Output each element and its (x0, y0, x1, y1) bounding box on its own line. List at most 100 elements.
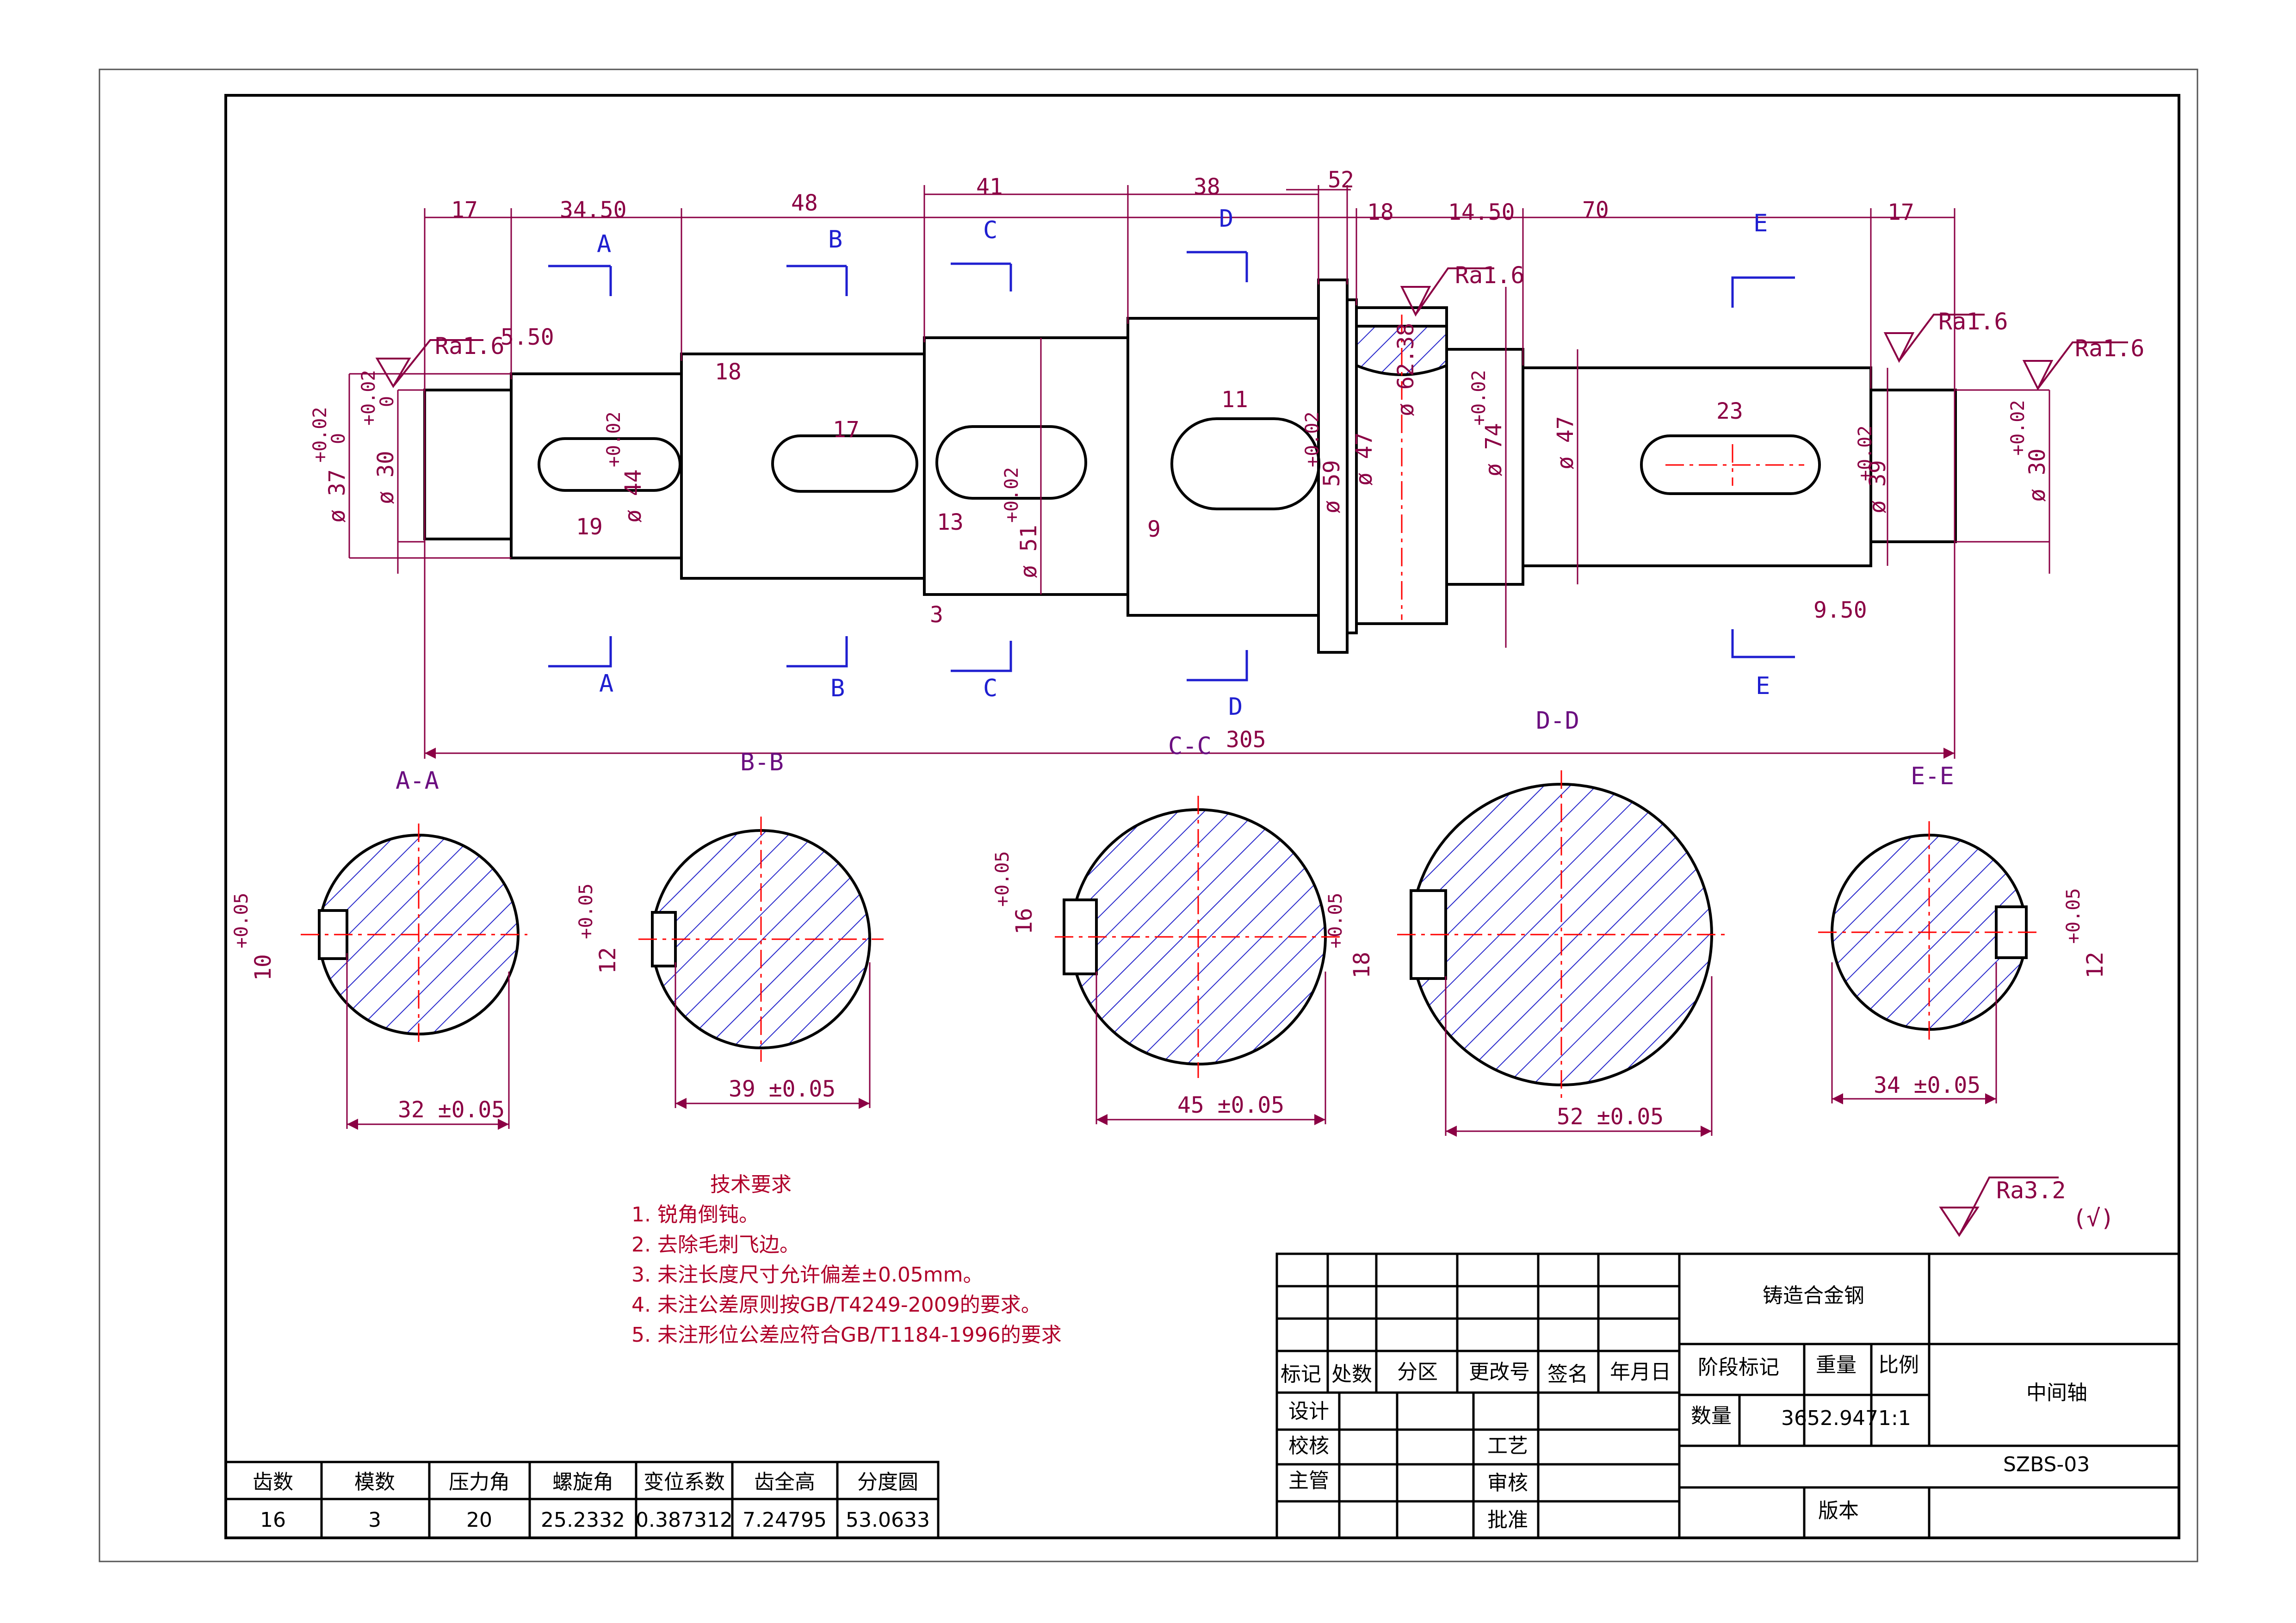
rev-h-mark: 标记 (1281, 1363, 1321, 1386)
part-name: 中间轴 (2026, 1381, 2087, 1405)
dim-18-key: 18 (715, 359, 742, 385)
section-b (638, 817, 884, 1062)
gear-h-module: 模数 (354, 1470, 395, 1494)
dim-70: 70 (1582, 197, 1609, 223)
outer-frame (99, 68, 2198, 1562)
dimension-texts: 17 34.50 48 41 38 5 2 18 14.50 70 17 305… (309, 167, 2050, 753)
dim-9: 9 (1147, 516, 1161, 542)
sec-b-tol: +0.05 (576, 884, 597, 939)
dim-17-left: 17 (451, 197, 478, 223)
sec-d-tol: +0.05 (1325, 893, 1346, 948)
gear-v-helix: 25.2332 (541, 1508, 625, 1532)
center-lines (1401, 315, 1804, 620)
drawing-number: SZBS-03 (2003, 1453, 2090, 1476)
rev-h-sign: 签名 (1547, 1363, 1588, 1386)
dim-3: 3 (930, 602, 943, 628)
dim-11-key: 11 (1221, 387, 1248, 413)
gear-v-pitch: 53.0633 (846, 1508, 930, 1532)
keyways (538, 325, 1821, 510)
section-arrows (548, 251, 1795, 681)
gear-v-teeth: 16 (260, 1508, 286, 1532)
tol-upper-2: +0.02 (358, 370, 379, 426)
label-d-d: D-D (1536, 707, 1579, 735)
dim-2: 2 (1341, 167, 1354, 193)
marker-a-top: A (597, 230, 611, 258)
dim-48: 48 (791, 190, 818, 216)
dia-47-a: ø 47 (1351, 432, 1377, 486)
marker-c-bottom: C (983, 675, 997, 702)
qty-label: 数量 (1691, 1404, 1732, 1428)
dim-17-key: 17 (833, 417, 860, 443)
tol-upper-1: +0.02 (309, 407, 331, 463)
dia-30-right: ø 30 (2024, 448, 2050, 502)
tol-upper-6: +0.02 (1468, 370, 1490, 426)
row-design: 设计 (1288, 1400, 1329, 1423)
tol-upper-7: +0.02 (1855, 426, 1876, 481)
marker-e-top: E (1753, 210, 1768, 237)
dia-51: ø 51 (1016, 525, 1042, 578)
sec-c-dim: 45 ±0.05 (1177, 1092, 1284, 1118)
sec-c-key: 16 (1011, 908, 1037, 935)
sec-e-tol: +0.05 (2063, 888, 2084, 944)
dim-overall-305: 305 (1226, 727, 1266, 753)
tol-lower-2: 0 (377, 396, 398, 407)
dia-47-b: ø 47 (1553, 416, 1578, 470)
gear-h-pressure: 压力角 (449, 1470, 510, 1494)
gear-v-depth: 7.24795 (743, 1508, 827, 1532)
tol-lower-1: 0 (328, 433, 349, 444)
gear-v-shift: 0.387312 (636, 1508, 733, 1532)
approve: 批准 (1487, 1508, 1528, 1532)
inner-frame (224, 94, 2180, 1539)
section-d (1397, 770, 1726, 1099)
weight-label: 重量 (1816, 1353, 1857, 1377)
label-e-e: E-E (1911, 762, 1954, 790)
label-a-a: A-A (396, 767, 439, 795)
marker-b-top: B (828, 226, 842, 254)
dim-41: 41 (976, 174, 1003, 200)
tech-requirements: 技术要求 1. 锐角倒钝。 2. 去除毛刺飞边。 3. 未注长度尺寸允许偏差±0… (631, 1173, 1062, 1347)
dim-9-50: 9.50 (1813, 597, 1867, 623)
section-dim-lines (346, 953, 1997, 1137)
dim-17-right: 17 (1888, 199, 1914, 225)
dim-18-top: 18 (1367, 199, 1394, 225)
label-b-b: B-B (740, 749, 784, 776)
sec-d-key: 18 (1349, 952, 1375, 979)
ra-1-6-mid: Ra1.6 (1455, 262, 1525, 289)
marker-b-bottom: B (830, 675, 845, 702)
dim-38: 38 (1194, 174, 1220, 200)
tech-item-4: 4. 未注公差原则按GB/T4249-2009的要求。 (631, 1293, 1041, 1317)
dim-23-key: 23 (1716, 398, 1743, 424)
scale-label: 比例 (1878, 1353, 1919, 1377)
version-label: 版本 (1818, 1499, 1859, 1523)
stage-label: 阶段标记 (1698, 1356, 1779, 1379)
row-check: 校核 (1288, 1434, 1329, 1458)
dia-44: ø 44 (620, 469, 646, 523)
marker-e-bottom: E (1756, 672, 1770, 700)
rev-h-zone: 分区 (1397, 1360, 1438, 1384)
gear-h-pitch: 分度圆 (857, 1470, 918, 1494)
tech-item-2: 2. 去除毛刺飞边。 (631, 1233, 800, 1257)
gear-h-helix: 螺旋角 (552, 1470, 613, 1494)
dim-34-50: 34.50 (560, 197, 627, 223)
section-e (1818, 821, 2040, 1043)
ra-general-suffix: (√) (2073, 1205, 2114, 1232)
gear-h-shift: 变位系数 (644, 1470, 725, 1494)
dia-74: ø 74 (1481, 423, 1507, 477)
dimension-lines (348, 185, 2050, 759)
dim-5-50: 5.50 (501, 324, 554, 350)
marker-c-top: C (983, 217, 997, 244)
tech-item-1: 1. 锐角倒钝。 (631, 1203, 759, 1227)
tol-upper-8: +0.02 (2007, 400, 2029, 456)
marker-d-top: D (1219, 205, 1233, 233)
tol-upper-5: +0.02 (1302, 412, 1323, 467)
rev-h-date: 年月日 (1610, 1360, 1671, 1384)
gear-table: 齿数 模数 压力角 螺旋角 变位系数 齿全高 分度圆 16 3 20 25.23… (224, 1461, 940, 1539)
dim-14-50: 14.50 (1448, 199, 1515, 225)
rev-h-count: 处数 (1331, 1363, 1372, 1386)
weight-value: 3652.947 (1781, 1406, 1878, 1430)
tech-item-5: 5. 未注形位公差应符合GB/T1184-1996的要求 (631, 1323, 1062, 1347)
dia-37: ø 37 (324, 469, 350, 523)
review: 审核 (1487, 1471, 1528, 1495)
sec-d-dim: 52 ±0.05 (1557, 1104, 1664, 1130)
